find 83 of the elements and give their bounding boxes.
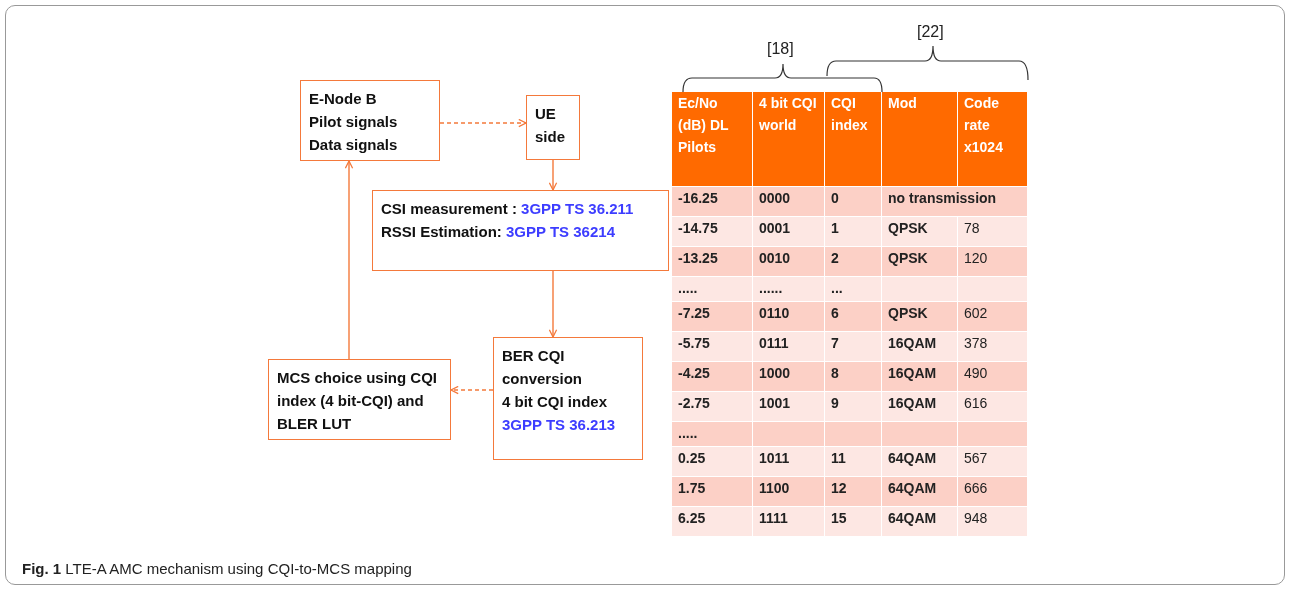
table-cell: -4.25 <box>672 362 752 391</box>
table-cell: 1011 <box>753 447 824 476</box>
table-cell: 1001 <box>753 392 824 421</box>
table-cell: 0.25 <box>672 447 752 476</box>
box-text: BER CQI conversion <box>502 347 583 387</box>
box-text: UE side <box>535 105 565 145</box>
table-cell: 2 <box>825 247 881 276</box>
table-cell: ..... <box>672 422 752 446</box>
table-cell: 16QAM <box>882 332 957 361</box>
table-cell: 0 <box>825 187 881 216</box>
table-cell: -16.25 <box>672 187 752 216</box>
table-cell: -2.75 <box>672 392 752 421</box>
table-cell: QPSK <box>882 217 957 246</box>
table-cell: 12 <box>825 477 881 506</box>
table-cell: 666 <box>958 477 1027 506</box>
process-box <box>526 95 580 160</box>
process-box <box>372 190 669 271</box>
table-cell: 1000 <box>753 362 824 391</box>
header-cell: CQI index <box>825 92 881 186</box>
table-cell: 7 <box>825 332 881 361</box>
table-cell: ..... <box>672 277 752 301</box>
table-cell: 0001 <box>753 217 824 246</box>
table-cell: 0110 <box>753 302 824 331</box>
header-cell: Mod <box>882 92 957 186</box>
table-cell: 602 <box>958 302 1027 331</box>
table-cell: ... <box>825 277 881 301</box>
arrow <box>439 118 527 128</box>
table-cell: 0000 <box>753 187 824 216</box>
table-cell: -13.25 <box>672 247 752 276</box>
reference-label: [18] <box>767 39 794 59</box>
process-box <box>300 80 440 161</box>
table-cell: 1100 <box>753 477 824 506</box>
process-box <box>268 359 451 440</box>
table-cell: 78 <box>958 217 1027 246</box>
table-cell: 6 <box>825 302 881 331</box>
reference-label: [22] <box>917 22 944 42</box>
table-cell: 8 <box>825 362 881 391</box>
table-cell: 948 <box>958 507 1027 536</box>
table-cell: 0111 <box>753 332 824 361</box>
table-cell: -5.75 <box>672 332 752 361</box>
table-cell: 120 <box>958 247 1027 276</box>
header-cell: 4 bit CQI world <box>753 92 824 186</box>
box-text: Data signals <box>309 136 398 153</box>
table-cell: no transmission <box>882 187 1027 216</box>
arrow <box>548 270 558 338</box>
box-text: 4 bit CQI index <box>502 393 607 410</box>
table-cell: QPSK <box>882 247 957 276</box>
header-cell: Ec/No (dB) DL Pilots <box>672 92 752 186</box>
table-cell: 1111 <box>753 507 824 536</box>
table-cell: 6.25 <box>672 507 752 536</box>
table-cell: -7.25 <box>672 302 752 331</box>
box-text: E-Node B <box>309 90 377 107</box>
spec-reference: 3GPP TS 36214 <box>506 223 615 240</box>
arrow <box>450 385 494 395</box>
table-cell: 16QAM <box>882 392 957 421</box>
table-cell: 16QAM <box>882 362 957 391</box>
header-cell: Code rate x1024 <box>958 92 1027 186</box>
box-text: RSSI Estimation: <box>381 223 503 240</box>
box-text: CSI measurement : <box>381 200 518 217</box>
table-cell: 9 <box>825 392 881 421</box>
table-cell: 616 <box>958 392 1027 421</box>
spec-reference: 3GPP TS 36.213 <box>502 416 616 433</box>
process-box <box>493 337 643 460</box>
arrow <box>548 159 558 191</box>
table-cell: 64QAM <box>882 477 957 506</box>
table-cell: 1.75 <box>672 477 752 506</box>
table-cell: -14.75 <box>672 217 752 246</box>
caption: Fig. 1 LTE-A AMC mechanism using CQI-to-MCS mapping <box>22 559 412 579</box>
table-cell: ...... <box>753 277 824 301</box>
table-cell: 490 <box>958 362 1027 391</box>
arrow <box>344 160 354 360</box>
table-cell: QPSK <box>882 302 957 331</box>
table-cell: 0010 <box>753 247 824 276</box>
table-cell: 64QAM <box>882 507 957 536</box>
table-cell: 64QAM <box>882 447 957 476</box>
box-text: Pilot signals <box>309 113 398 130</box>
table-cell: 11 <box>825 447 881 476</box>
box-text: MCS choice using CQI index (4 bit-CQI) and BLER LUT <box>277 369 438 432</box>
table-cell: 15 <box>825 507 881 536</box>
table-cell: 567 <box>958 447 1027 476</box>
table-cell: 1 <box>825 217 881 246</box>
table-cell: 378 <box>958 332 1027 361</box>
spec-reference: 3GPP TS 36.211 <box>521 200 634 217</box>
